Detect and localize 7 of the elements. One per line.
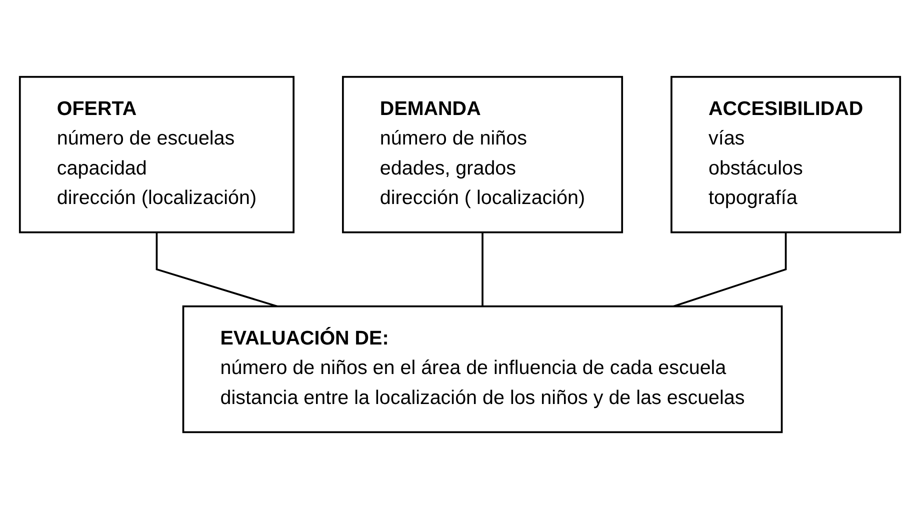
node-box: ACCESIBILIDAD vías obstáculos topografía	[670, 76, 902, 234]
connector	[482, 232, 484, 307]
node-box: EVALUACIÓN DE: número de niños en el área de influencia de cada escuela distancia entre la localización de los niños y de las escuelas	[182, 306, 783, 434]
node-box: OFERTA número de escuelas capacidad dirección (localización)	[18, 76, 294, 234]
connector	[673, 232, 787, 308]
node-box: DEMANDA número de niños edades, grados dirección ( localización)	[342, 76, 624, 234]
connector	[156, 232, 278, 308]
